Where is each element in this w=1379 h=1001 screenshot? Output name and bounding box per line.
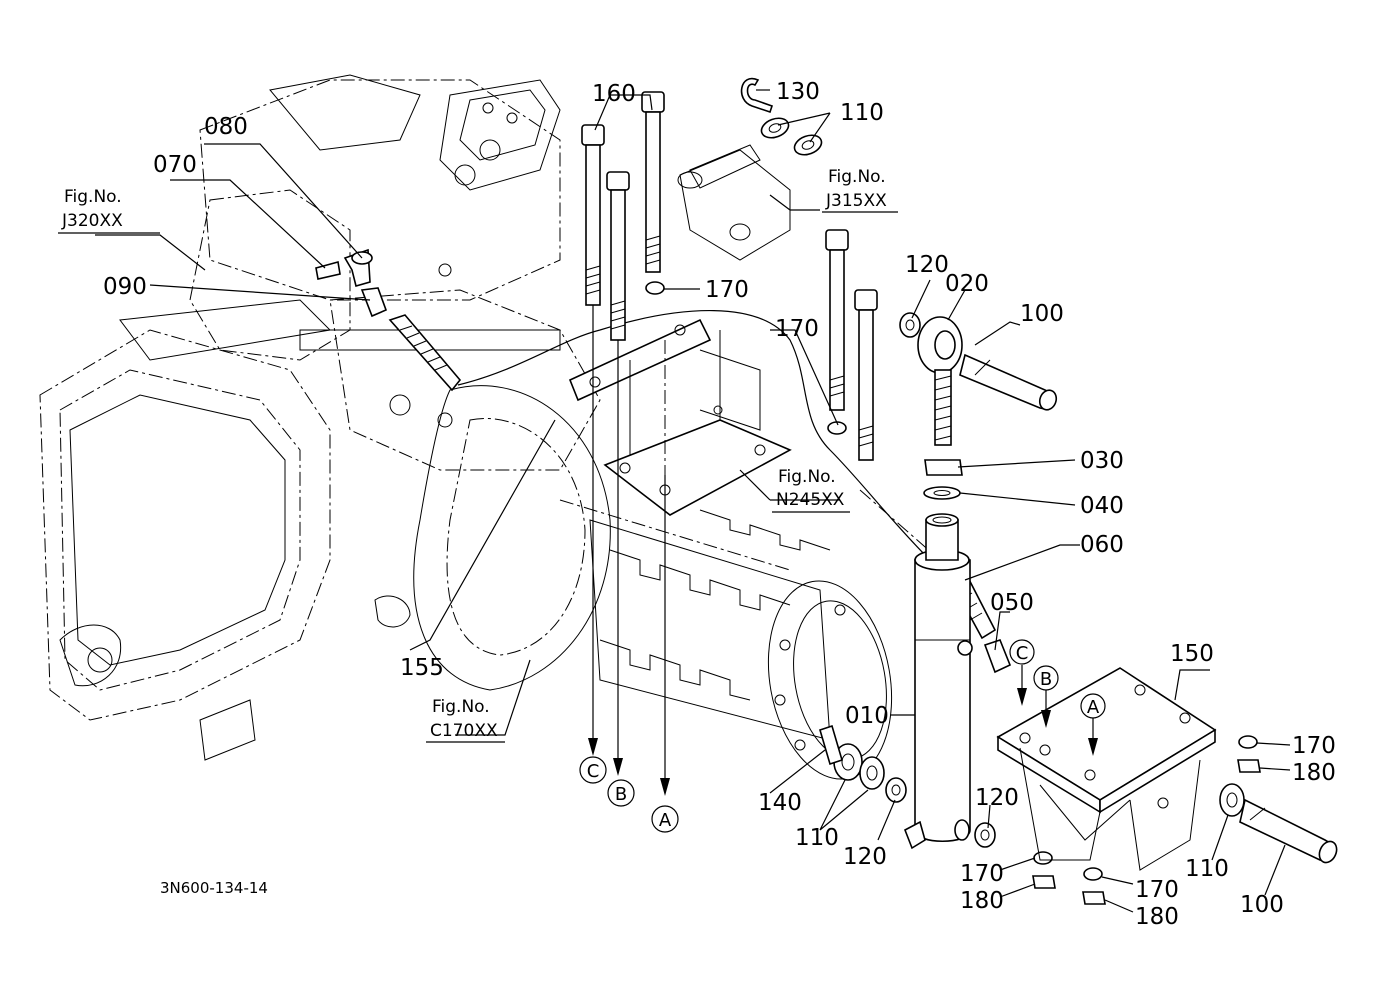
part-labels: 010 020 030 040 050 060 070 080 090 100 … (103, 79, 1336, 930)
label-120-right: 120 (975, 785, 1019, 811)
fig-ref-j315-title: Fig.No. (828, 167, 886, 187)
label-100-upper: 100 (1020, 301, 1064, 327)
label-080: 080 (204, 114, 248, 140)
fig-ref-j315-code: J315XX (825, 191, 887, 211)
label-100-lower: 100 (1240, 892, 1284, 918)
label-130: 130 (776, 79, 820, 105)
marker-a-bottom: A (659, 810, 672, 831)
label-110-right: 110 (1185, 856, 1229, 882)
pin-100-lower (1239, 798, 1338, 864)
label-120-top: 120 (905, 252, 949, 278)
label-170-c: 170 (1292, 733, 1336, 759)
marker-b-bottom: B (615, 784, 627, 805)
label-120-bottom: 120 (843, 844, 887, 870)
fig-ref-c170-title: Fig.No. (432, 697, 490, 717)
label-170-e: 170 (1135, 877, 1179, 903)
label-110-left: 110 (795, 825, 839, 851)
circle-markers: C B A C B A (579, 639, 1106, 833)
fig-ref-n245-code: N245XX (776, 490, 845, 510)
label-070: 070 (153, 152, 197, 178)
fig-ref-j320-code: J320XX (61, 211, 123, 231)
bolts-160 (581, 91, 878, 461)
label-140: 140 (758, 790, 802, 816)
fig-ref-n245-title: Fig.No. (778, 467, 836, 487)
washers-and-nuts (645, 77, 1261, 905)
label-090: 090 (103, 274, 147, 300)
marker-c-bottom: C (587, 761, 600, 782)
leader-lines (95, 89, 1291, 913)
cylinder-010 (903, 513, 973, 850)
transmission-housing (39, 74, 893, 780)
label-030: 030 (1080, 448, 1124, 474)
label-170-a: 170 (705, 277, 749, 303)
label-050: 050 (990, 590, 1034, 616)
marker-b-plate: B (1040, 669, 1052, 690)
marker-c-plate: C (1016, 643, 1029, 664)
label-180-b: 180 (960, 888, 1004, 914)
label-180-a: 180 (1292, 760, 1336, 786)
bracket-150 (996, 667, 1217, 871)
label-110-top: 110 (840, 100, 884, 126)
drawing-code: 3N600-134-14 (160, 879, 268, 897)
label-020: 020 (945, 271, 989, 297)
label-170-d: 170 (960, 861, 1004, 887)
label-150: 150 (1170, 641, 1214, 667)
rod-end-020 (917, 316, 963, 500)
label-170-b: 170 (775, 316, 819, 342)
alignment-arrows (588, 305, 1098, 796)
bracket-n245 (568, 318, 792, 516)
label-155: 155 (400, 655, 444, 681)
pin-bracket-j315 (677, 144, 791, 261)
label-040: 040 (1080, 493, 1124, 519)
figure-references: Fig.No. J320XX Fig.No. J315XX Fig.No. N2… (58, 167, 898, 743)
label-010: 010 (845, 703, 889, 729)
pin-100-upper (959, 353, 1058, 411)
fig-ref-j320-title: Fig.No. (64, 187, 122, 207)
fig-ref-c170-code: C170XX (430, 721, 498, 741)
marker-a-plate: A (1087, 697, 1100, 718)
label-160: 160 (592, 81, 636, 107)
label-060: 060 (1080, 532, 1124, 558)
label-180-c: 180 (1135, 904, 1179, 930)
